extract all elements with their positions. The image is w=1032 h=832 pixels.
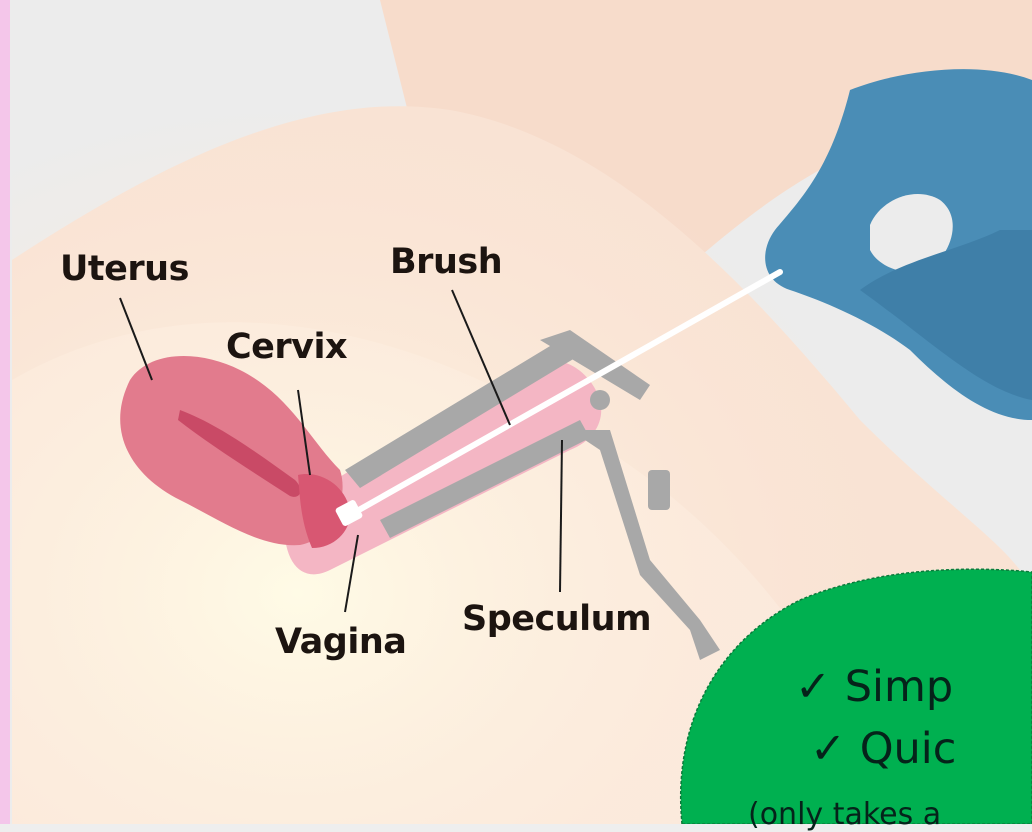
cervix-label: Cervix — [226, 330, 347, 365]
vagina-label: Vagina — [275, 625, 406, 660]
left-stripe — [0, 0, 10, 824]
brush-label: Brush — [390, 245, 502, 280]
speculum-label: Speculum — [462, 602, 651, 637]
badge-line-quick: ✓ Quic — [810, 728, 956, 771]
badge-line-simple: ✓ Simp — [795, 666, 953, 709]
badge-line-duration: (only takes a — [748, 800, 941, 830]
uterus-label: Uterus — [60, 252, 189, 287]
